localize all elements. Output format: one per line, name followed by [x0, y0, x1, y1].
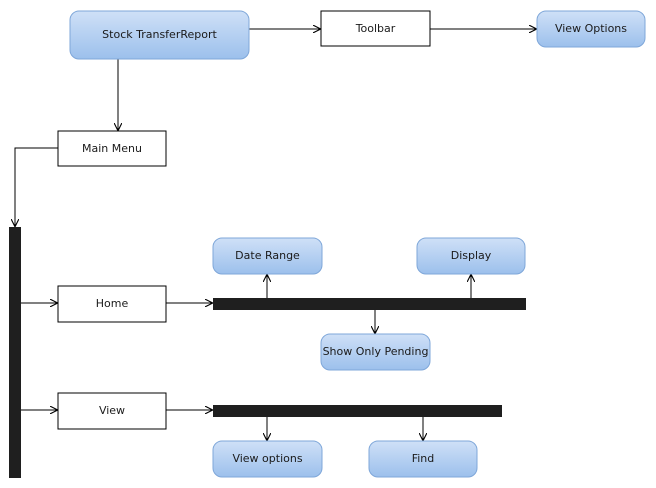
node-show-only-pending: Show Only Pending — [320, 333, 431, 371]
node-label: View options — [232, 452, 302, 465]
connectors — [15, 29, 536, 440]
home-fork-bar — [213, 298, 526, 310]
main-menu-fork-bar — [9, 227, 21, 478]
node-view: View — [57, 392, 167, 430]
node-find: Find — [368, 440, 478, 478]
node-label: Display — [451, 249, 492, 262]
node-view-options-top: View Options — [536, 10, 646, 48]
node-label: Find — [412, 452, 435, 465]
view-fork-bar — [213, 405, 502, 417]
node-stock-transfer-report: Stock TransferReport — [69, 10, 250, 60]
node-date-range: Date Range — [212, 237, 323, 275]
node-label: Home — [96, 297, 129, 310]
node-main-menu: Main Menu — [57, 130, 167, 167]
node-label: Toolbar — [355, 22, 396, 35]
node-toolbar: Toolbar — [320, 10, 431, 47]
node-display: Display — [416, 237, 526, 275]
node-label: View Options — [555, 22, 627, 35]
node-label: Date Range — [235, 249, 300, 262]
node-home: Home — [57, 285, 167, 323]
node-label: Show Only Pending — [323, 345, 429, 358]
edge-main-menu-to-fork-bar — [15, 147, 58, 226]
node-label: View — [99, 404, 125, 417]
node-label: Stock TransferReport — [102, 28, 217, 41]
node-view-options-bottom: View options — [212, 440, 323, 478]
node-label: Main Menu — [82, 142, 142, 155]
